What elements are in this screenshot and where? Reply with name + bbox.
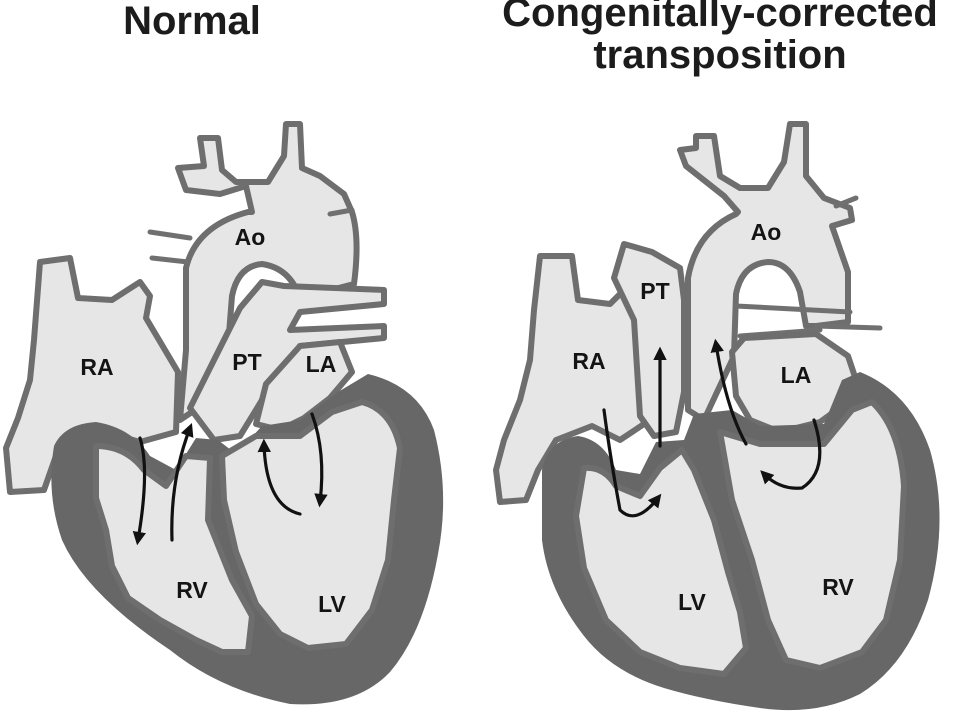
ccta-label-lv: LV [678,589,706,615]
normal-label-pt: PT [232,349,261,375]
ccta-arrow-ra-to-lv [602,408,662,518]
ccta-pulmonary-vein-3 [813,323,883,331]
normal-aortic-branch-1 [147,229,193,241]
ccta-label-rv: RV [822,574,854,600]
ccta-pulmonary-vein-1 [733,303,853,315]
normal-panel-title: Normal [123,0,261,43]
ccta-title-line-1: Congenitally-corrected [502,0,938,35]
normal-aortic-branch-3 [327,207,355,217]
normal-label-lv: LV [318,591,346,617]
ccta-label-pt: PT [640,278,669,304]
normal-aortic-branch-2 [149,255,191,265]
ccta-arrow-la-to-rv [760,418,822,490]
normal-label-rv: RV [176,577,208,603]
normal-arrow-la-to-lv [310,412,328,508]
ccta-pulmonary-trunk [611,241,687,439]
normal-label-ra: RA [80,354,113,380]
ccta-heart: Ao PT RA LA LV RV [493,121,940,711]
ccta-title-line-2: transposition [593,33,847,77]
ccta-label-la: LA [781,362,812,388]
normal-arrow-rv-to-pt [170,422,194,542]
ccta-right-atrium [493,253,647,505]
normal-arrow-ra-to-rv [132,436,147,546]
ccta-panel-title: Congenitally-corrected transposition [460,0,960,76]
normal-arrow-lv-to-ao [257,438,302,516]
normal-heart: Ao PT RA LA RV LV [3,121,444,705]
ccta-morphological-rv [717,399,907,671]
normal-label-ao: Ao [235,224,266,250]
normal-right-ventricle [93,443,255,655]
ccta-aortic-branch-1 [833,195,859,209]
normal-label-la: LA [306,351,337,377]
ccta-arrow-rv-to-ao [710,338,748,446]
ccta-label-ao: Ao [751,219,782,245]
ccta-label-ra: RA [572,348,605,374]
normal-svc [37,255,73,265]
